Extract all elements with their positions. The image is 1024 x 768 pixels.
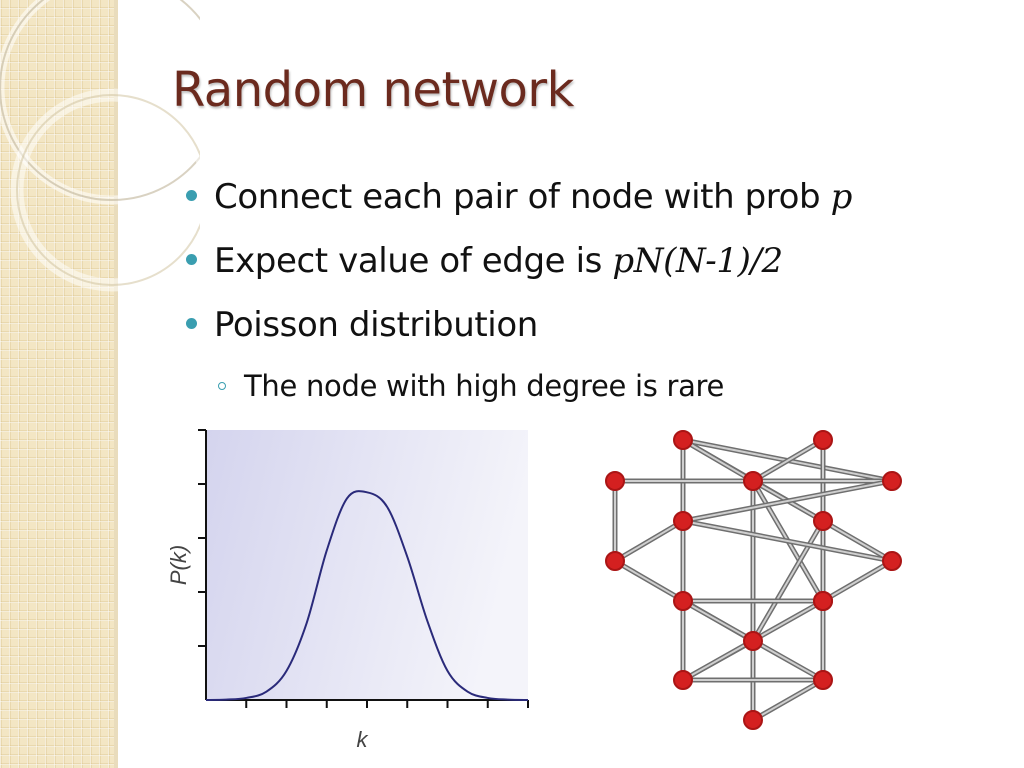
network-edge-highlight	[682, 439, 754, 482]
bullet-item: Expect value of edge is pN(N-1)/2	[186, 234, 852, 298]
random-network-graph	[605, 430, 902, 730]
slide-title: Random network	[172, 62, 574, 118]
network-edge-highlight	[614, 520, 684, 562]
sub-bullet-text: The node with high degree is rare	[244, 369, 725, 403]
network-node	[605, 471, 625, 491]
bullet-list: Connect each pair of node with prob p Ex…	[186, 170, 852, 410]
poisson-plot: k P(k)	[166, 429, 529, 752]
bullet-item: Poisson distribution	[186, 298, 852, 362]
network-node	[743, 471, 763, 491]
network-node	[882, 471, 902, 491]
series-line	[205, 490, 529, 701]
network-edge-highlight	[682, 480, 893, 522]
network-node	[813, 511, 833, 531]
network-edge-highlight	[682, 520, 893, 562]
bullet-dot-icon	[186, 254, 197, 265]
bullet-item: Connect each pair of node with prob p	[186, 170, 852, 234]
network-node	[813, 670, 833, 690]
decorative-sidebar	[0, 0, 118, 768]
network-node	[743, 631, 763, 651]
bullet-text: Poisson distribution	[214, 305, 538, 345]
network-node	[882, 551, 902, 571]
sub-bullet-item: The node with high degree is rare	[186, 362, 852, 410]
bullet-math: pN(N-1)/2	[612, 241, 783, 281]
bullet-text: Connect each pair of node with prob	[214, 177, 831, 217]
network-node	[673, 511, 693, 531]
network-edge-highlight	[752, 520, 824, 642]
bullet-text: Expect value of edge is	[214, 241, 613, 281]
sub-bullet-ring-icon	[218, 382, 226, 390]
network-edge-highlight	[752, 679, 824, 721]
network-node	[605, 551, 625, 571]
plot-area	[206, 430, 528, 700]
y-axis-label: P(k)	[166, 545, 191, 585]
decorative-rings	[0, 0, 200, 292]
bullet-dot-icon	[186, 190, 197, 201]
network-node	[813, 591, 833, 611]
network-node	[743, 710, 763, 730]
x-axis-label: k	[357, 727, 369, 752]
bullet-math: p	[830, 177, 853, 217]
network-edge-highlight	[752, 439, 824, 482]
network-node	[673, 430, 693, 450]
network-node	[673, 670, 693, 690]
network-node	[813, 430, 833, 450]
network-edge-highlight	[822, 560, 893, 602]
network-node	[673, 591, 693, 611]
bullet-dot-icon	[186, 318, 197, 329]
